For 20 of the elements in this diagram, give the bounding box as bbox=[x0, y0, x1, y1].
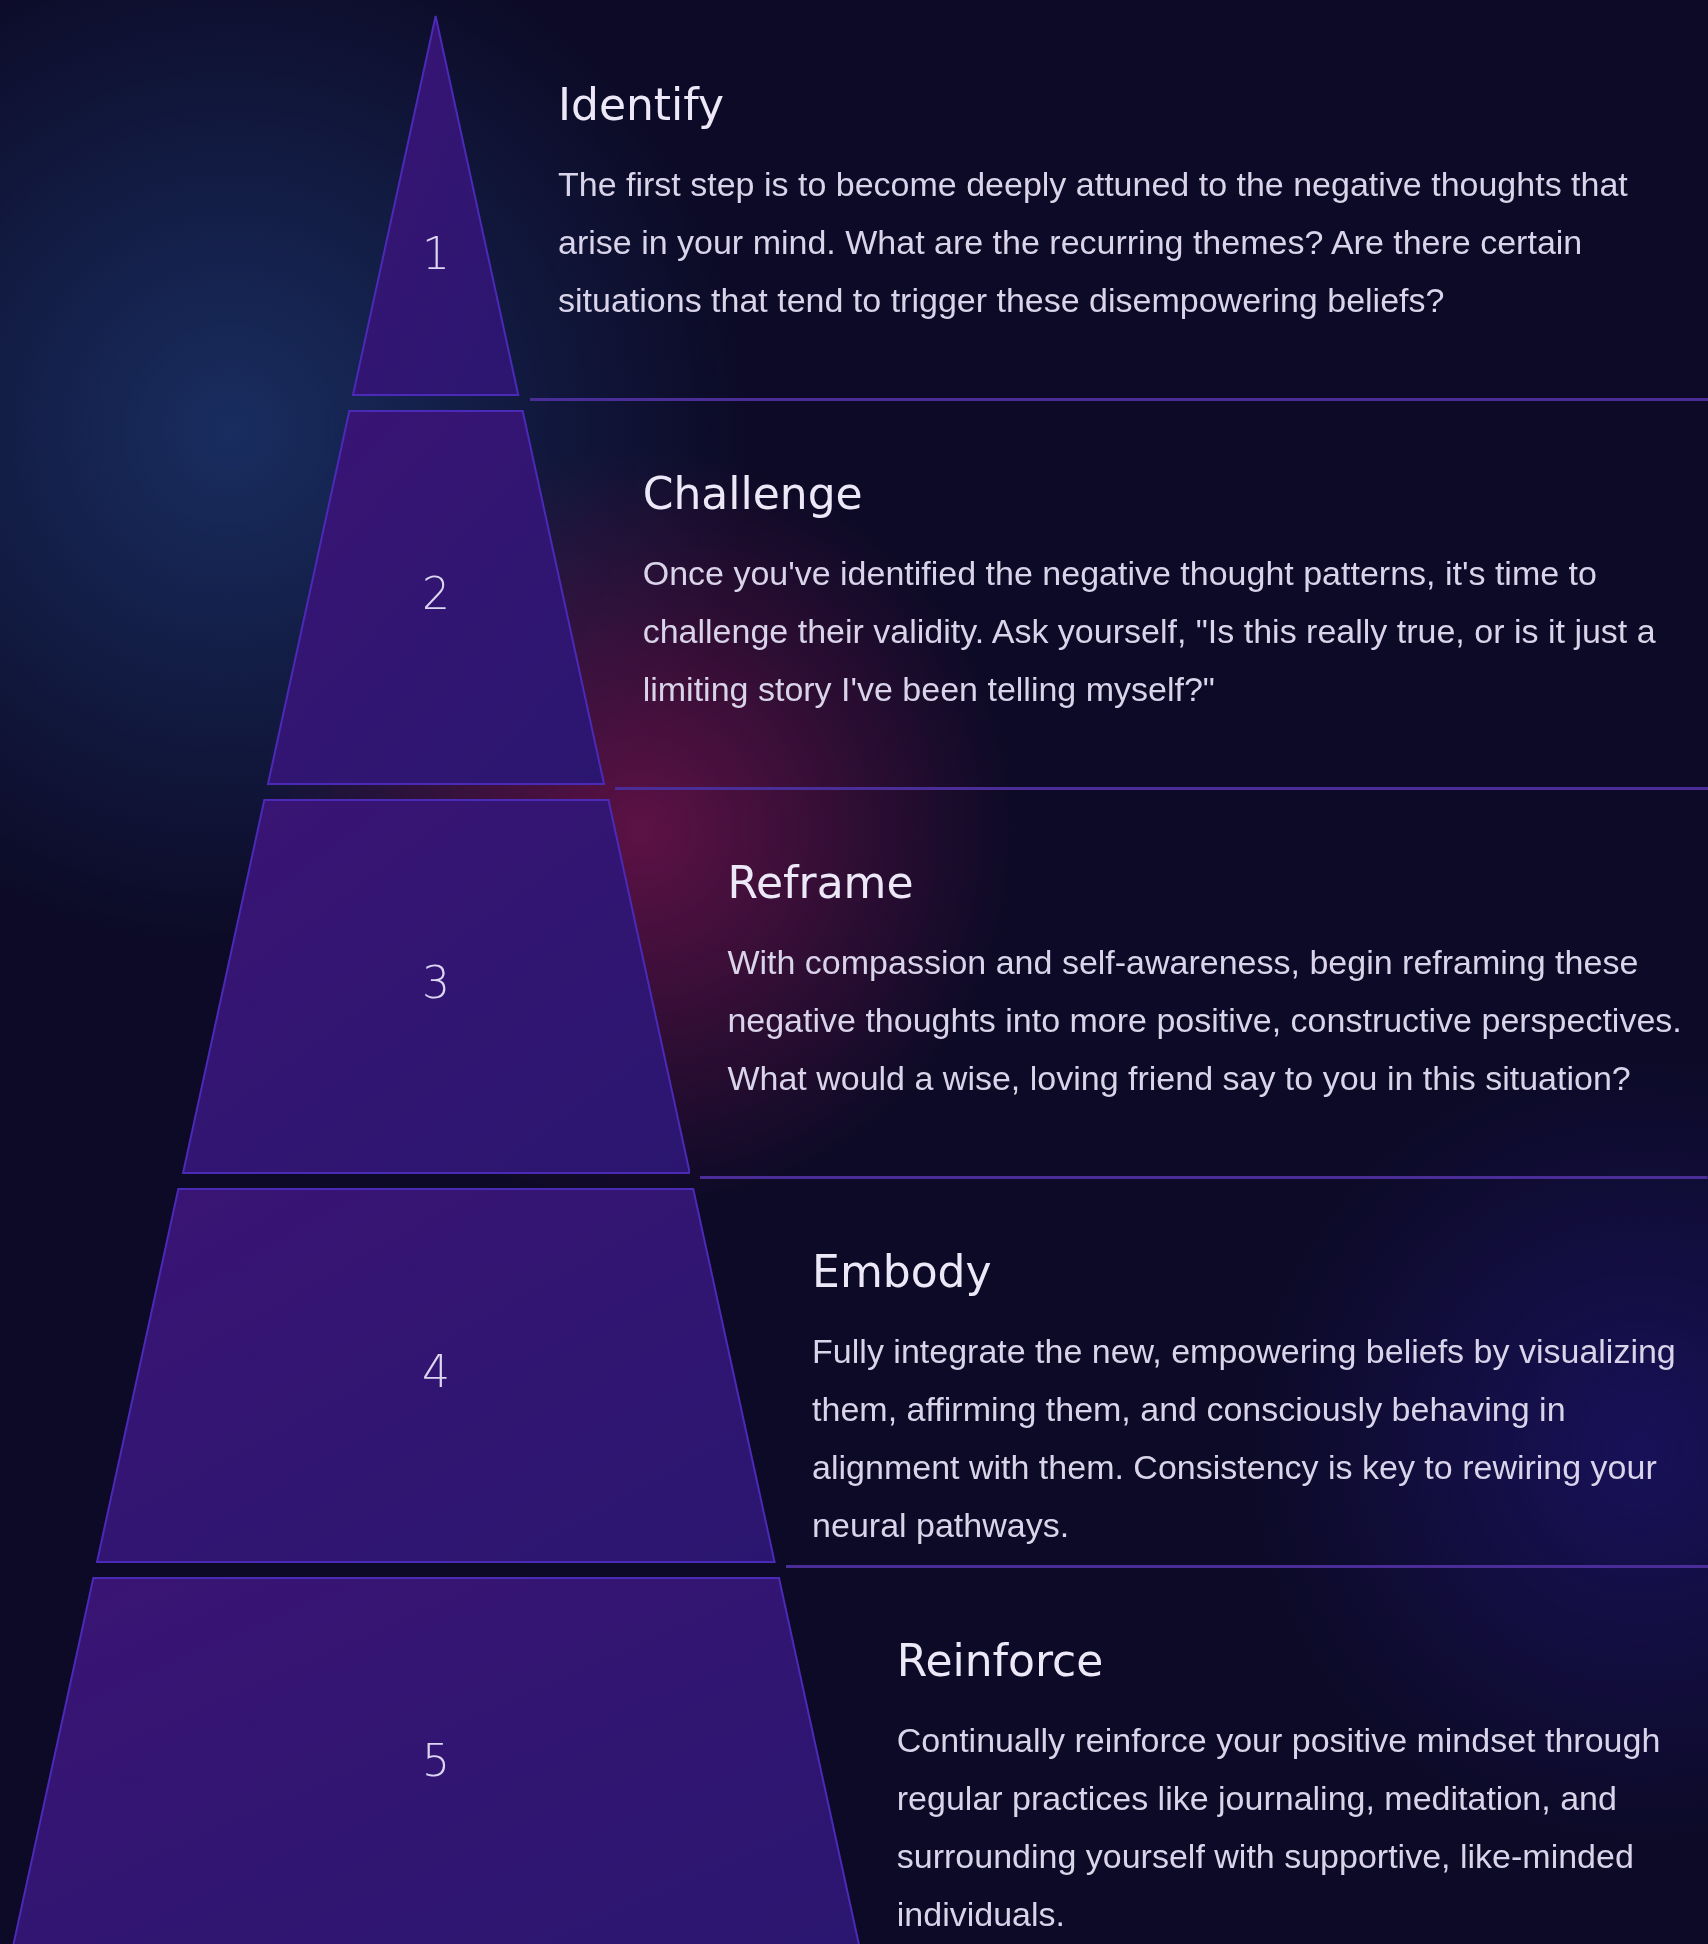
step-title: Identify bbox=[558, 79, 725, 130]
step-description: With compassion and self-awareness, begin reframing these negative thoughts into more positive, constructive perspectives. What would a wise, loving friend say to you in this situation? bbox=[727, 942, 1683, 1099]
pyramid-tier bbox=[96, 1188, 776, 1563]
step-number: 3 bbox=[422, 956, 450, 1008]
step-title: Reframe bbox=[727, 857, 914, 908]
step-number: 5 bbox=[422, 1734, 450, 1786]
step-number: 2 bbox=[422, 567, 450, 619]
step-number: 4 bbox=[422, 1345, 450, 1397]
step-description: The first step is to become deeply attuned to the negative thoughts that arise in your mind. What are the recurring themes? Are there certain situations that tend to trigger these disempowering beliefs? bbox=[558, 164, 1629, 321]
pyramid-triangle bbox=[352, 15, 520, 396]
pyramid-tier bbox=[267, 410, 605, 785]
step-description: Fully integrate the new, empowering beliefs by visualizing them, affirming them, and consciously behaving in alignment with them. Consistency is key to rewiring your neural pathways. bbox=[812, 1331, 1677, 1546]
pyramid-tier bbox=[10, 1577, 862, 1944]
step-title: Embody bbox=[812, 1246, 992, 1297]
step-description: Continually reinforce your positive mindset through regular practices like journaling, meditation, and surrounding yourself with supportive, like-minded individuals. bbox=[896, 1720, 1662, 1935]
step-description: Once you've identified the negative thought patterns, it's time to challenge their validity. Ask yourself, "Is this really true, or is it just a limiting story I've been telling myself?" bbox=[642, 553, 1657, 710]
step-number: 1 bbox=[422, 228, 450, 280]
step-title: Challenge bbox=[642, 468, 863, 519]
pyramid-tier bbox=[181, 799, 691, 1174]
step-title: Reinforce bbox=[896, 1635, 1104, 1686]
